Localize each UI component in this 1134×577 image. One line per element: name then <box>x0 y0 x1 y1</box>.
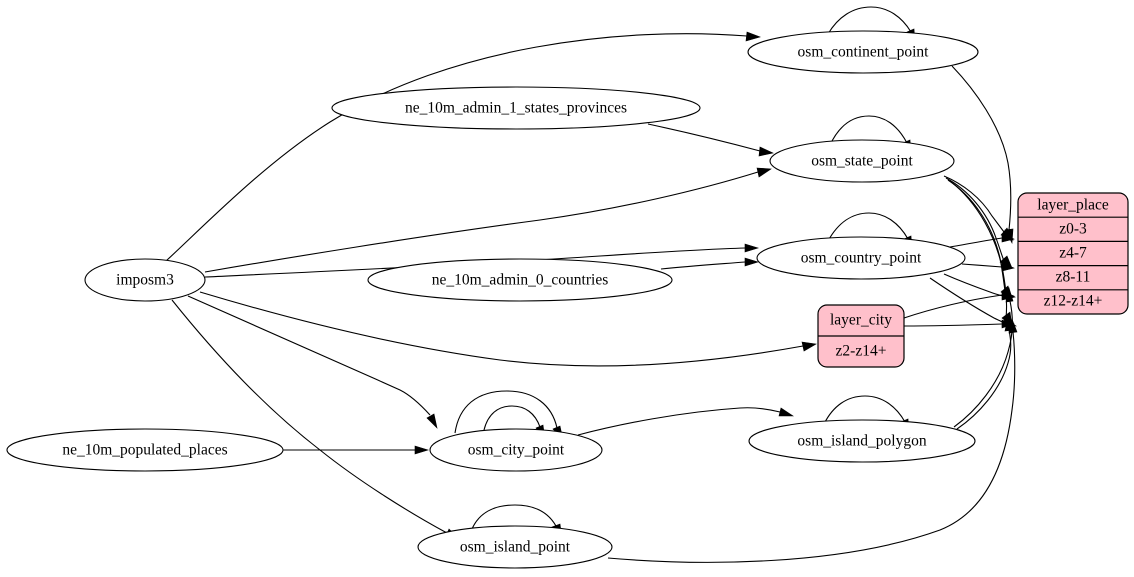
record-row-layer-place-z8-11[interactable]: z8-11 <box>1056 269 1091 286</box>
edge-osm-island-polygon-to-layer-place-z12-z14 <box>956 315 1014 430</box>
node-osm-city-point[interactable]: osm_city_point <box>429 428 603 472</box>
edge-osm-state-point-to-layer-place-z0-3 <box>943 175 1014 241</box>
record-title-layer-place: layer_place <box>1037 197 1109 214</box>
edge-osm-country-point-to-layer-place-z4-7 <box>961 262 1015 272</box>
node-label-ne-10m-populated-places: ne_10m_populated_places <box>62 442 227 459</box>
node-osm-island-point[interactable]: osm_island_point <box>417 525 613 569</box>
record-layer-city[interactable]: layer_city z2-z14+ <box>817 304 905 368</box>
node-osm-country-point[interactable]: osm_country_point <box>756 236 966 280</box>
edge-osm-city-point-to-osm-island-polygon <box>577 407 794 436</box>
node-osm-continent-point[interactable]: osm_continent_point <box>747 30 979 74</box>
edge-osm-island-polygon-to-layer-place-z8-11 <box>953 286 1014 428</box>
record-row-layer-place-z12-z14plus[interactable]: z12-z14+ <box>1044 293 1103 310</box>
node-imposm3[interactable]: imposm3 <box>84 258 206 302</box>
node-label-osm-country-point: osm_country_point <box>801 250 922 267</box>
record-row-layer-city-z2-z14plus[interactable]: z2-z14+ <box>836 343 887 360</box>
node-ne-10m-populated-places[interactable]: ne_10m_populated_places <box>6 428 284 472</box>
node-osm-state-point[interactable]: osm_state_point <box>769 139 955 183</box>
record-layer-place[interactable]: layer_place z0-3 z4-7 z8-11 z12-z14+ <box>1017 192 1129 315</box>
node-ne-10m-admin-0-countries[interactable]: ne_10m_admin_0_countries <box>367 258 673 302</box>
edge-admin-0-countries-to-osm-country-point <box>660 257 760 270</box>
edge-layer <box>165 6 1018 563</box>
edge-osm-country-point-to-layer-place-z0-3 <box>949 233 1015 248</box>
node-layer: imposm3 ne_10m_admin_1_states_provinces … <box>6 30 1129 569</box>
edge-imposm3-to-osm-city-point <box>187 295 438 429</box>
record-row-layer-place-z4-7[interactable]: z4-7 <box>1059 245 1087 262</box>
node-label-ne-10m-admin-0-countries: ne_10m_admin_0_countries <box>432 272 609 289</box>
node-osm-island-polygon[interactable]: osm_island_polygon <box>748 419 976 463</box>
record-row-layer-place-z0-3[interactable]: z0-3 <box>1059 221 1087 238</box>
record-title-layer-city: layer_city <box>830 312 892 329</box>
edge-osm-island-point-to-layer-place-z12-z14 <box>607 317 1018 563</box>
edge-states-provinces-to-osm-state-point <box>647 123 774 157</box>
node-ne-10m-admin-1-states-provinces[interactable]: ne_10m_admin_1_states_provinces <box>331 86 701 130</box>
edge-imposm3-to-layer-city <box>199 291 817 367</box>
edge-imposm3-to-osm-continent-point <box>165 31 761 262</box>
node-label-osm-island-point: osm_island_point <box>460 539 571 556</box>
edge-imposm3-to-osm-island-point <box>171 299 460 540</box>
node-label-osm-city-point: osm_city_point <box>468 442 565 459</box>
node-label-ne-10m-admin-1-states-provinces: ne_10m_admin_1_states_provinces <box>405 100 627 117</box>
node-label-imposm3: imposm3 <box>116 272 174 289</box>
edge-populated-places-to-osm-city-point <box>283 445 430 455</box>
edge-imposm3-to-osm-state-point <box>204 167 772 273</box>
edge-layer-city-to-layer-place-z12-z14 <box>903 319 1015 329</box>
node-label-osm-state-point: osm_state_point <box>811 153 913 170</box>
node-label-osm-continent-point: osm_continent_point <box>798 44 930 61</box>
node-label-osm-island-polygon: osm_island_polygon <box>797 433 926 450</box>
